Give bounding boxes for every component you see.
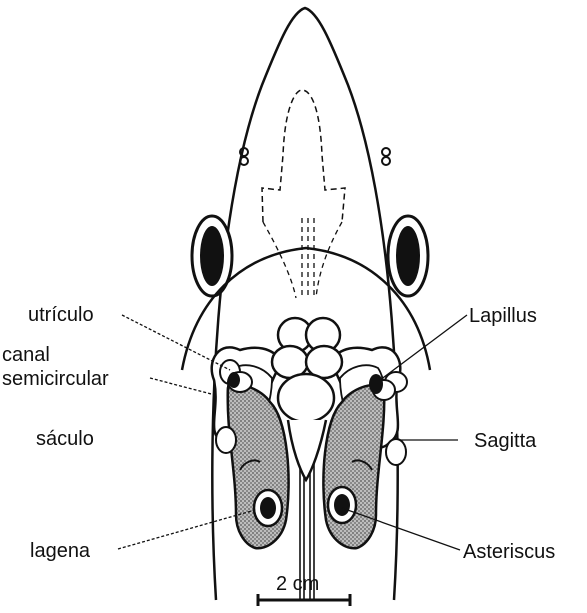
scale-bar-label: 2 cm <box>276 573 319 595</box>
label-canal: canal <box>2 344 50 366</box>
label-semicircular: semicircular <box>2 368 109 390</box>
label-sagitta: Sagitta <box>474 430 536 452</box>
right-nostril <box>382 148 390 165</box>
label-saculo: sáculo <box>36 428 94 450</box>
label-lagena: lagena <box>30 540 90 562</box>
label-asteriscus: Asteriscus <box>463 541 555 563</box>
olfactory-dashed-outline <box>262 90 345 222</box>
dashed-nerves <box>302 218 314 298</box>
right-inner-ear <box>323 347 407 548</box>
dashed-connector-left <box>263 222 296 298</box>
right-eye <box>388 216 428 296</box>
label-utriculo: utrículo <box>28 304 94 326</box>
label-lapillus: Lapillus <box>469 305 537 327</box>
left-inner-ear <box>212 347 289 548</box>
dashed-connector-right <box>316 222 342 298</box>
